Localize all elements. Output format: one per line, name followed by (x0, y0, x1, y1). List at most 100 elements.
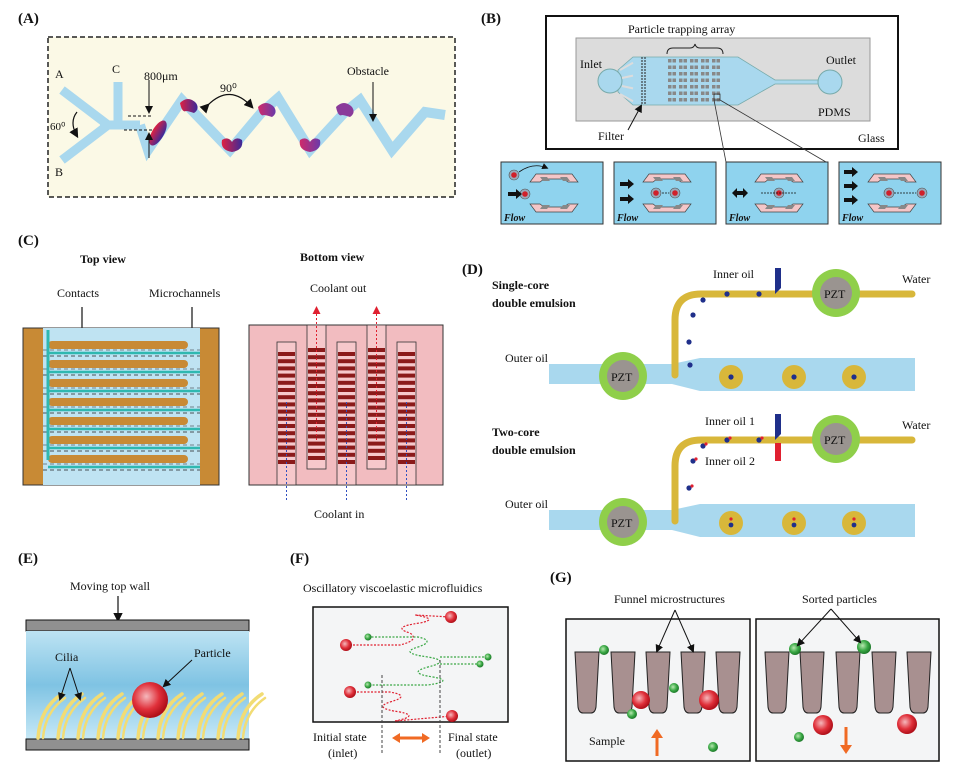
cilium (161, 696, 187, 740)
core-droplet (724, 291, 730, 297)
trap-array (619, 59, 720, 103)
cilium (201, 696, 227, 740)
panel-b-tag: (B) (481, 11, 501, 27)
inlet-distributor (621, 74, 634, 79)
funnel (610, 651, 636, 714)
particle (132, 682, 168, 718)
trap-cell (683, 59, 687, 63)
funnel (906, 651, 932, 714)
trap-cell (690, 85, 694, 89)
trap-cell (712, 72, 716, 76)
heat-fin (368, 391, 385, 396)
cilium (236, 692, 264, 740)
inlet-junction (59, 82, 140, 164)
emulsion-core (728, 374, 734, 380)
flow-arrow (620, 194, 634, 204)
pzt-label: PZT (611, 370, 633, 384)
outer-oil-label-bottom: Outer oil (505, 497, 549, 511)
inner-oil-2-inlet (775, 443, 781, 461)
cilium (101, 696, 127, 740)
trap-cell (672, 59, 676, 63)
emulsion-core-2 (792, 517, 796, 521)
core-droplet (690, 312, 696, 318)
heat-fin (368, 441, 385, 446)
trap-cell (701, 65, 705, 69)
funnel (871, 651, 897, 714)
post (898, 205, 908, 209)
cooling-columns (276, 306, 417, 500)
inlet-b-label: B (55, 165, 63, 179)
heat-fin (398, 380, 415, 385)
heat-fin (368, 448, 385, 453)
trap-cell (683, 78, 687, 82)
large-red-particle (813, 715, 833, 735)
cilium (156, 692, 184, 740)
coolant-in-label: Coolant in (314, 507, 364, 521)
contact-fingers (43, 330, 200, 471)
heat-fin (368, 355, 385, 360)
emulsion-core-2 (852, 517, 856, 521)
small-green-particle (627, 709, 637, 719)
post (560, 205, 570, 209)
sorted-label: Sorted particles (802, 592, 877, 606)
heat-fin (398, 402, 415, 407)
pdms-label: PDMS (818, 105, 851, 119)
core-droplet (700, 297, 706, 303)
flow-label: Flow (728, 213, 750, 224)
width-label: 800μm (144, 69, 178, 83)
initial-state-label: Initial state (313, 730, 367, 744)
pzt-transducer (607, 360, 639, 392)
trap-cell (701, 98, 705, 102)
heat-fin (278, 359, 295, 364)
trap-cell (668, 59, 672, 63)
contacts-label: Contacts (57, 286, 99, 300)
emulsion-core (851, 522, 857, 528)
large-red-particle (897, 714, 917, 734)
red-particle (340, 639, 352, 651)
trap-cell (672, 85, 676, 89)
contact-finger (48, 455, 188, 463)
funnel (574, 651, 600, 714)
outlet-label: Outlet (826, 53, 857, 67)
contact-finger (48, 379, 188, 387)
panel-c: (C) Top view Bottom view Contacts Microc… (18, 233, 444, 521)
trap-cell (705, 59, 709, 63)
trap-cell (668, 78, 672, 82)
trap-step-1: Flow (500, 161, 604, 225)
water-channel (671, 290, 916, 379)
small-green-particle (708, 742, 718, 752)
heat-fin (308, 434, 325, 439)
flow-label: Flow (616, 213, 638, 224)
heat-fin (278, 431, 295, 436)
trap-cell (694, 78, 698, 82)
trap-cell (705, 65, 709, 69)
heat-fin (338, 373, 355, 378)
microchannels-label: Microchannels (149, 286, 221, 300)
heat-fin (338, 402, 355, 407)
trap-cell (694, 65, 698, 69)
heat-fin (308, 398, 325, 403)
trap-cell (712, 85, 716, 89)
cilia-arrow-1 (58, 667, 71, 701)
trap-cell (683, 98, 687, 102)
pzt-transducer (820, 423, 852, 455)
pzt-label: PZT (611, 516, 633, 530)
trap-cell (694, 91, 698, 95)
filter-label: Filter (598, 129, 624, 143)
trap-cell (679, 91, 683, 95)
array-label: Particle trapping array (628, 22, 735, 36)
trap-cell (694, 85, 698, 89)
green-particle (364, 633, 372, 641)
emulsion-core (791, 374, 797, 380)
core-droplet (686, 485, 692, 491)
trap-cell (716, 72, 720, 76)
sorted-arrow-1 (796, 608, 832, 647)
funnel (799, 651, 825, 714)
emulsion-core-2 (729, 517, 733, 521)
red-particle (446, 710, 458, 722)
heat-fin (398, 373, 415, 378)
core-droplet (690, 458, 696, 464)
heat-fin (278, 380, 295, 385)
